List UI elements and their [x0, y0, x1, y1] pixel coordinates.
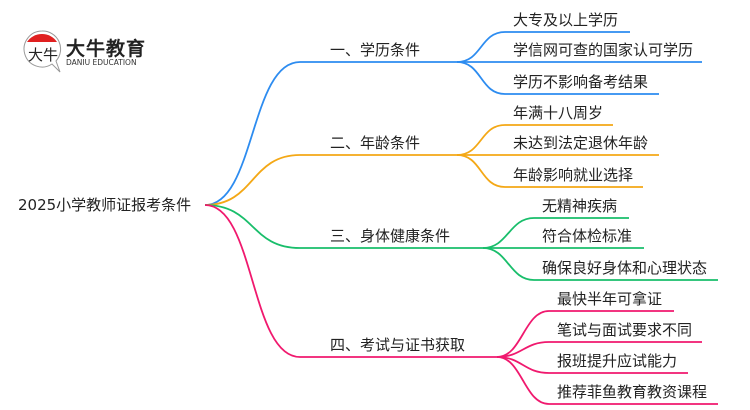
child-node[interactable]: 年满十八周岁	[513, 104, 604, 122]
svg-text:大牛: 大牛	[28, 46, 58, 64]
child-line	[456, 124, 613, 156]
branch-line	[204, 204, 483, 249]
child-line	[496, 356, 718, 405]
brand-subtitle: DANIU EDUCATION	[66, 58, 137, 67]
branch-line	[204, 61, 457, 206]
branch-line	[204, 154, 457, 206]
child-line	[482, 217, 629, 249]
child-node[interactable]: 学信网可查的国家认可学历	[513, 41, 694, 59]
branch-node[interactable]: 一、学历条件	[330, 41, 421, 59]
logo: 大牛 大牛教育 DANIU EDUCATION	[22, 28, 172, 74]
child-line	[482, 247, 718, 281]
child-node[interactable]: 符合体检标准	[542, 227, 633, 245]
branch-node[interactable]: 三、身体健康条件	[330, 227, 451, 245]
child-node[interactable]: 无精神疾病	[542, 197, 618, 215]
root-node[interactable]: 2025小学教师证报考条件	[18, 196, 192, 214]
child-line	[456, 61, 659, 95]
child-node[interactable]: 报班提升应试能力	[557, 352, 678, 370]
child-node[interactable]: 确保良好身体和心理状态	[542, 259, 708, 277]
child-node[interactable]: 最快半年可拿证	[557, 290, 663, 308]
child-node[interactable]: 大专及以上学历	[513, 11, 619, 29]
child-node[interactable]: 推荐菲鱼教育教资课程	[557, 383, 708, 401]
child-line	[496, 341, 702, 358]
child-node[interactable]: 未达到法定退休年龄	[513, 134, 649, 152]
branch-node[interactable]: 二、年龄条件	[330, 134, 421, 152]
child-line	[456, 154, 643, 188]
branch-node[interactable]: 四、考试与证书获取	[330, 336, 466, 354]
brand-name: 大牛教育	[66, 38, 147, 60]
child-line	[456, 31, 630, 63]
child-line	[496, 356, 688, 374]
child-node[interactable]: 笔试与面试要求不同	[557, 321, 693, 339]
child-line	[496, 310, 674, 358]
logo-mark-icon: 大牛	[23, 30, 62, 73]
child-node[interactable]: 学历不影响备考结果	[513, 73, 649, 91]
branch-line	[204, 204, 497, 358]
child-node[interactable]: 年龄影响就业选择	[513, 166, 634, 184]
